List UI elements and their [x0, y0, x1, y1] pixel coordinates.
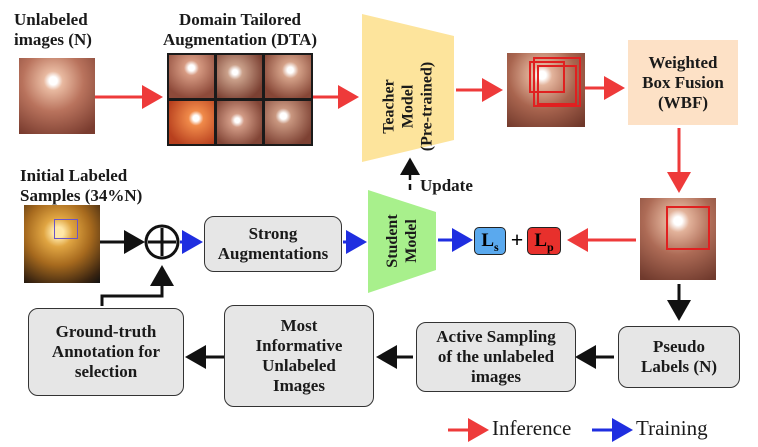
- loss-ls-letter: L: [481, 230, 494, 251]
- fused-box-image: [640, 198, 716, 280]
- dta-tile: [265, 101, 311, 144]
- loss-ls-box: Ls: [474, 227, 506, 255]
- combine-plus-icon: [144, 224, 180, 260]
- dta-grid: [167, 53, 313, 146]
- teacher-model-label: Teacher Model (Pre-trained): [380, 61, 436, 152]
- pseudo-labels-box: Pseudo Labels (N): [618, 326, 740, 388]
- most-informative-box: Most Informative Unlabeled Images: [224, 305, 374, 407]
- dta-tile: [169, 55, 214, 98]
- pseudo-labels-label: Pseudo Labels (N): [640, 337, 718, 376]
- legend-training-label: Training: [636, 416, 708, 440]
- bbox: [533, 57, 581, 107]
- update-label: Update: [420, 176, 473, 195]
- gt-bbox: [54, 219, 78, 239]
- student-model-label: Student Model: [384, 214, 420, 268]
- initial-labeled-label: Initial Labeled Samples (34%N): [20, 166, 143, 205]
- unlabeled-images-label: Unlabeled images (N): [14, 10, 92, 49]
- loss-lp-box: Lp: [527, 227, 561, 255]
- ground-truth-label: Ground-truth Annotation for selection: [51, 322, 161, 381]
- loss-lp-letter: L: [534, 230, 547, 251]
- dta-tile: [217, 101, 262, 144]
- ground-truth-box: Ground-truth Annotation for selection: [28, 308, 184, 396]
- strong-augmentations-label: Strong Augmentations: [217, 224, 329, 263]
- loss-ls-sub: s: [494, 239, 499, 254]
- wbf-box: Weighted Box Fusion (WBF): [628, 40, 738, 125]
- active-sampling-box: Active Sampling of the unlabeled images: [416, 322, 576, 392]
- loss-lp-sub: p: [547, 239, 554, 254]
- wbf-label: Weighted Box Fusion (WBF): [642, 52, 724, 112]
- predicted-boxes-image: [507, 53, 585, 127]
- fused-bbox: [666, 206, 710, 250]
- dta-tile: [217, 55, 262, 98]
- teacher-model-shape: [362, 14, 454, 162]
- strong-augmentations-box: Strong Augmentations: [204, 216, 342, 272]
- student-model-shape: [368, 190, 436, 293]
- legend-inference-label: Inference: [492, 416, 572, 440]
- bbox: [537, 65, 577, 105]
- active-sampling-label: Active Sampling of the unlabeled images: [436, 327, 556, 386]
- dta-label: Domain Tailored Augmentation (DTA): [162, 10, 318, 49]
- labeled-sample-image: [24, 205, 100, 283]
- loss-plus: +: [510, 227, 524, 252]
- bbox: [529, 61, 565, 93]
- most-informative-label: Most Informative Unlabeled Images: [255, 316, 343, 395]
- arrow-gt-to-plus: [100, 265, 174, 306]
- dta-tile: [265, 55, 311, 98]
- unlabeled-image: [19, 58, 95, 134]
- dta-tile: [169, 101, 214, 144]
